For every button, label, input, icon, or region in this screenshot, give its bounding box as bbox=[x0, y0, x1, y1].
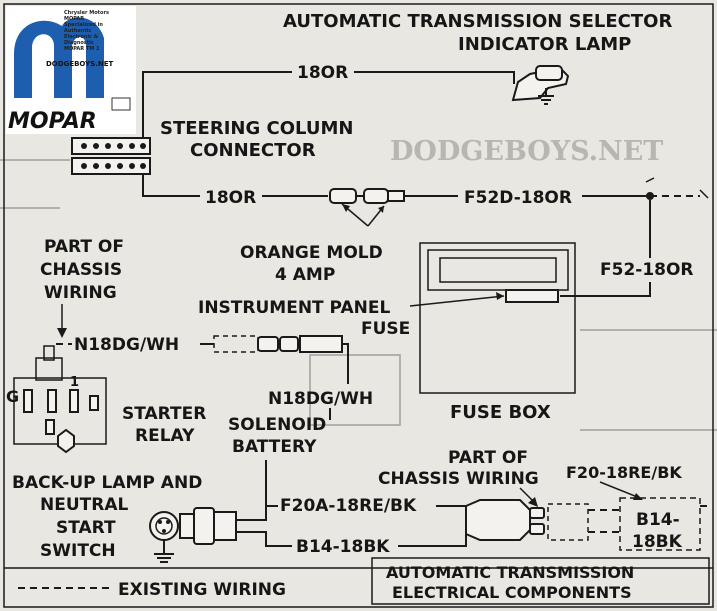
orange-mold-fuse bbox=[329, 188, 405, 204]
orange-mold-label-1: ORANGE MOLD bbox=[240, 243, 383, 263]
chassis-left-arrowhead bbox=[57, 328, 67, 338]
background-scan-lines bbox=[0, 159, 717, 431]
chassis-connector bbox=[465, 499, 620, 541]
orange-mold-label-2: 4 AMP bbox=[275, 265, 335, 285]
wire-18or-top-to-lamp bbox=[354, 71, 515, 84]
wire-n18-vertical bbox=[342, 343, 349, 384]
steering-connector-label-1: STEERING COLUMN bbox=[160, 118, 353, 139]
f20-arrowhead bbox=[633, 493, 643, 500]
chassis-right-label-2: CHASSIS WIRING bbox=[378, 469, 539, 489]
wire-18or-mid bbox=[142, 174, 200, 197]
svg-text:Chrysler Motors: Chrysler Motors bbox=[64, 10, 109, 16]
neutral-start-switch bbox=[149, 507, 237, 563]
chassis-left-label-3: WIRING bbox=[44, 283, 117, 303]
chassis-left-label-2: CHASSIS bbox=[40, 260, 122, 280]
title-line-2: ELECTRICAL COMPONENTS bbox=[392, 583, 632, 602]
b14-split-label-1: B14- bbox=[636, 510, 680, 530]
wire-f52-label: F52-18OR bbox=[600, 260, 694, 280]
switch-label-1: BACK-UP LAMP AND bbox=[12, 473, 202, 493]
wire-f20a-label: F20A-18RE/BK bbox=[280, 496, 417, 516]
wire-18or-top-label: 18OR bbox=[297, 63, 348, 83]
svg-text:MOPAR TM 1: MOPAR TM 1 bbox=[64, 46, 100, 52]
wire-n18-label-a: N18DG/WH bbox=[74, 335, 179, 355]
fuse-box bbox=[419, 242, 576, 394]
wire-18or-top bbox=[142, 71, 292, 138]
splice-point bbox=[646, 192, 654, 200]
diagram-frame bbox=[3, 3, 714, 608]
wire-f20a-vertical bbox=[265, 460, 278, 507]
relay-terminal-1: 1 bbox=[70, 375, 79, 390]
wire-b14-switch bbox=[236, 531, 292, 547]
wire-n18-label-b: N18DG/WH bbox=[268, 389, 373, 409]
chassis-right-label-1: PART OF bbox=[448, 448, 528, 468]
mold-arrowhead-1 bbox=[342, 204, 350, 212]
battery-label: BATTERY bbox=[232, 437, 317, 457]
mopar-m-icon bbox=[14, 17, 104, 98]
mold-arrowhead-2 bbox=[378, 206, 384, 213]
svg-text:Diagnostic: Diagnostic bbox=[64, 40, 94, 46]
wire-b14-to-conn bbox=[398, 534, 467, 547]
selector-lamp-title-1: AUTOMATIC TRANSMISSION SELECTOR bbox=[283, 11, 672, 32]
f20-arrow bbox=[599, 481, 641, 499]
steering-column-connector bbox=[71, 137, 151, 175]
ip-fuse-label-2: FUSE bbox=[361, 319, 410, 339]
chassis-right-arrowhead bbox=[528, 497, 538, 507]
svg-text:Specialized in: Specialized in bbox=[64, 22, 103, 28]
title-block bbox=[371, 557, 710, 605]
svg-text:Authentic: Authentic bbox=[64, 28, 91, 34]
wire-18or-mid-label: 18OR bbox=[205, 188, 256, 208]
solenoid-label: SOLENOID bbox=[228, 415, 326, 435]
legend-existing-label: EXISTING WIRING bbox=[118, 580, 286, 600]
wire-f20-label: F20-18RE/BK bbox=[566, 463, 682, 482]
switch-label-2: NEUTRAL bbox=[40, 495, 128, 515]
mopar-logo: Chrysler Motors MOPAR Specialized in Aut… bbox=[6, 6, 136, 134]
wire-end-tick bbox=[699, 189, 709, 199]
logo-small-text: Chrysler Motors MOPAR Specialized in Aut… bbox=[64, 10, 109, 52]
ip-fuse-arrow bbox=[409, 295, 505, 307]
wire-b14-label: B14-18BK bbox=[296, 537, 390, 557]
ip-fuse-arrowhead bbox=[496, 292, 504, 300]
logo-emblem-icon bbox=[111, 97, 131, 111]
steering-connector-label-2: CONNECTOR bbox=[190, 140, 316, 161]
logo-site-text: DODGEBOYS.NET bbox=[46, 60, 114, 68]
b14-split-label-2: 18BK bbox=[632, 532, 683, 552]
watermark-text: DODGEBOYS.NET bbox=[390, 136, 663, 167]
instrument-panel-fuse-slot bbox=[505, 289, 559, 303]
starter-relay-label-2: RELAY bbox=[135, 426, 195, 446]
switch-label-4: SWITCH bbox=[40, 541, 116, 561]
logo-brand-text: MOPAR bbox=[8, 109, 97, 134]
b14-existing-box bbox=[619, 497, 701, 551]
wire-f52d-label: F52D-18OR bbox=[464, 188, 572, 208]
starter-relay-label-1: STARTER bbox=[122, 404, 206, 424]
wire-f52-to-fuse bbox=[560, 282, 651, 297]
title-line-1: AUTOMATIC TRANSMISSION bbox=[386, 563, 634, 582]
starter-relay bbox=[13, 345, 107, 454]
svg-text:MOPAR: MOPAR bbox=[64, 16, 84, 22]
relay-terminal-g: G bbox=[6, 387, 19, 406]
svg-text:Electronic &: Electronic & bbox=[64, 34, 99, 40]
indicator-lamp-icon bbox=[511, 65, 570, 105]
splice-tick bbox=[645, 177, 655, 183]
wire-f20a-switch bbox=[236, 506, 267, 521]
fuse-box-label: FUSE BOX bbox=[450, 402, 551, 423]
switch-label-3: START bbox=[56, 518, 116, 538]
chassis-left-label-1: PART OF bbox=[44, 237, 124, 257]
ip-fuse-label-1: INSTRUMENT PANEL bbox=[198, 298, 390, 318]
n18-connector bbox=[213, 335, 343, 353]
selector-lamp-title-2: INDICATOR LAMP bbox=[458, 34, 631, 55]
